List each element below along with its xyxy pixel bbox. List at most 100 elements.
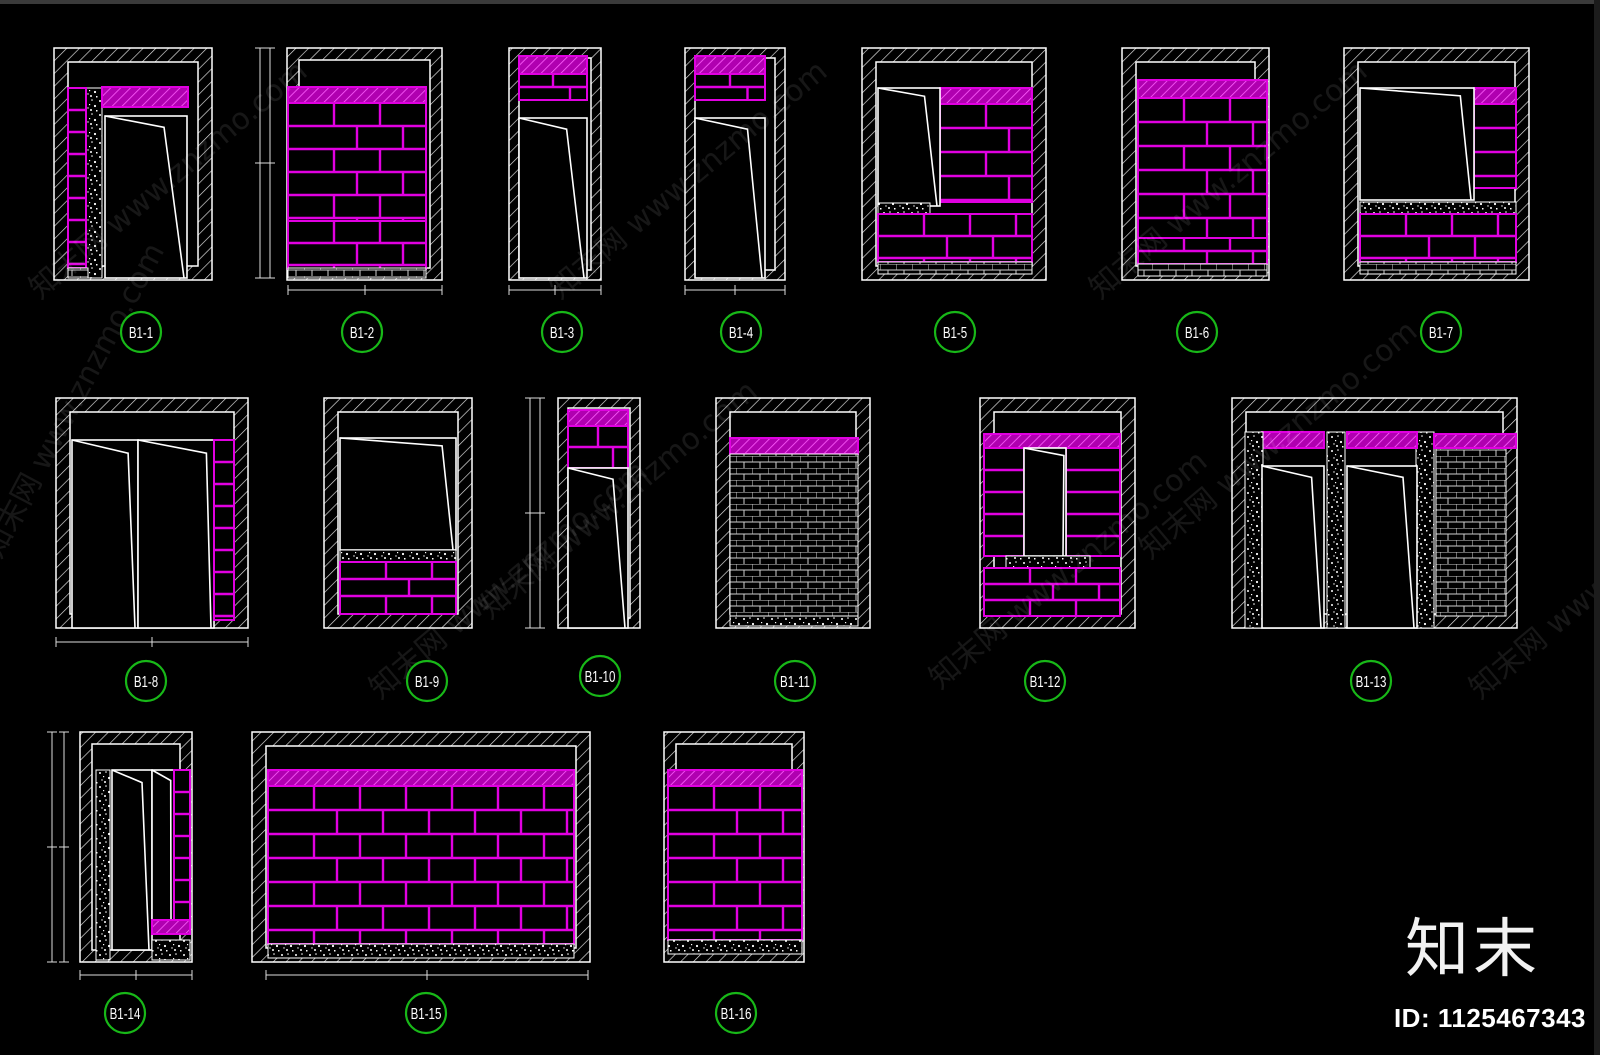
section-label-text: B1-1 xyxy=(129,323,154,341)
section-label: B1-2 xyxy=(340,310,384,354)
brick-wall xyxy=(877,213,1033,263)
section-label: B1-14 xyxy=(103,991,147,1035)
lintel xyxy=(567,409,629,427)
door-opening xyxy=(339,437,457,551)
door-opening xyxy=(694,117,766,279)
brick-wall xyxy=(567,425,629,469)
section-label-text: B1-4 xyxy=(729,323,754,341)
brick-wall xyxy=(518,73,588,101)
door-opening xyxy=(151,769,175,921)
dimension-line xyxy=(535,397,545,629)
section-label-text: B1-15 xyxy=(411,1004,442,1022)
dimension-line xyxy=(255,47,265,279)
lintel xyxy=(1137,79,1268,99)
lintel xyxy=(1473,87,1517,105)
lintel xyxy=(939,87,1033,105)
section-label: B1-10 xyxy=(578,654,622,698)
base-course xyxy=(1435,445,1507,617)
section-label: B1-15 xyxy=(404,991,448,1035)
section-label-text: B1-7 xyxy=(1429,323,1454,341)
base-course xyxy=(729,453,859,617)
brick-wall xyxy=(667,785,803,941)
lintel xyxy=(267,769,575,787)
brick-wall xyxy=(173,769,191,921)
lintel xyxy=(101,86,189,108)
section-label-text: B1-6 xyxy=(1185,323,1210,341)
section-label-text: B1-9 xyxy=(415,672,440,690)
brick-wall xyxy=(983,447,1025,557)
base-course xyxy=(1359,261,1517,275)
brick-wall xyxy=(287,102,427,222)
lintel xyxy=(287,86,427,104)
section-label-text: B1-2 xyxy=(350,323,375,341)
base-course xyxy=(287,267,427,279)
section-label: B1-9 xyxy=(405,659,449,703)
section-label: B1-3 xyxy=(540,310,584,354)
concrete-fill xyxy=(267,943,575,959)
dimension-line xyxy=(287,285,443,295)
section-label: B1-5 xyxy=(933,310,977,354)
section-label-text: B1-12 xyxy=(1030,672,1061,690)
door-opening xyxy=(137,439,215,629)
brick-wall xyxy=(339,561,457,615)
dimension-line xyxy=(525,397,535,629)
lintel xyxy=(518,55,588,75)
door-opening xyxy=(71,439,139,629)
concrete-fill xyxy=(1326,431,1346,629)
brand-logo: 知末 xyxy=(1405,913,1541,987)
door-opening xyxy=(1261,465,1325,629)
lintel xyxy=(983,433,1121,449)
brick-wall xyxy=(1473,103,1517,189)
concrete-fill xyxy=(339,549,457,563)
door-opening xyxy=(111,769,153,951)
base-course xyxy=(1137,263,1268,277)
brick-wall xyxy=(1359,213,1517,263)
door-opening xyxy=(518,117,588,279)
brick-wall xyxy=(694,73,766,101)
section-label: B1-1 xyxy=(119,310,163,354)
concrete-fill xyxy=(1415,431,1435,629)
dimension-line xyxy=(684,285,786,295)
brick-wall xyxy=(1065,447,1121,557)
lintel xyxy=(151,919,191,935)
lintel xyxy=(1346,431,1418,449)
dimension-line xyxy=(508,285,602,295)
concrete-fill xyxy=(95,769,111,961)
lintel xyxy=(694,55,766,75)
section-label: B1-7 xyxy=(1419,310,1463,354)
brick-wall xyxy=(1137,97,1268,239)
section-label-text: B1-14 xyxy=(110,1004,141,1022)
base-course xyxy=(67,267,89,279)
concrete-fill xyxy=(151,939,191,961)
brick-wall xyxy=(287,220,427,270)
section-label-text: B1-10 xyxy=(585,667,616,685)
brand-id-text: ID: 1125467343 xyxy=(1393,1003,1586,1033)
concrete-fill xyxy=(729,615,859,627)
dimension-line xyxy=(265,47,275,279)
top-border xyxy=(0,0,1600,4)
door-opening xyxy=(1359,87,1475,201)
section-label: B1-11 xyxy=(773,659,817,703)
section-label-text: B1-16 xyxy=(721,1004,752,1022)
door-opening xyxy=(567,467,629,629)
section-label-text: B1-5 xyxy=(943,323,968,341)
section-label: B1-16 xyxy=(714,991,758,1035)
concrete-fill xyxy=(667,939,803,955)
door-opening xyxy=(877,87,941,207)
brick-wall xyxy=(1137,237,1268,265)
dimension-line xyxy=(59,731,69,963)
base-course xyxy=(877,261,1033,275)
section-label: B1-13 xyxy=(1349,659,1393,703)
dimension-line xyxy=(47,731,57,963)
brick-wall xyxy=(213,439,235,621)
scrollbar-edge xyxy=(1594,0,1600,1055)
lintel xyxy=(729,437,859,455)
brick-wall xyxy=(267,785,575,945)
section-label: B1-6 xyxy=(1175,310,1219,354)
section-label-text: B1-13 xyxy=(1356,672,1387,690)
section-label: B1-8 xyxy=(124,659,168,703)
dimension-line xyxy=(79,970,193,980)
dimension-line xyxy=(55,637,249,647)
door-opening xyxy=(1346,465,1418,629)
